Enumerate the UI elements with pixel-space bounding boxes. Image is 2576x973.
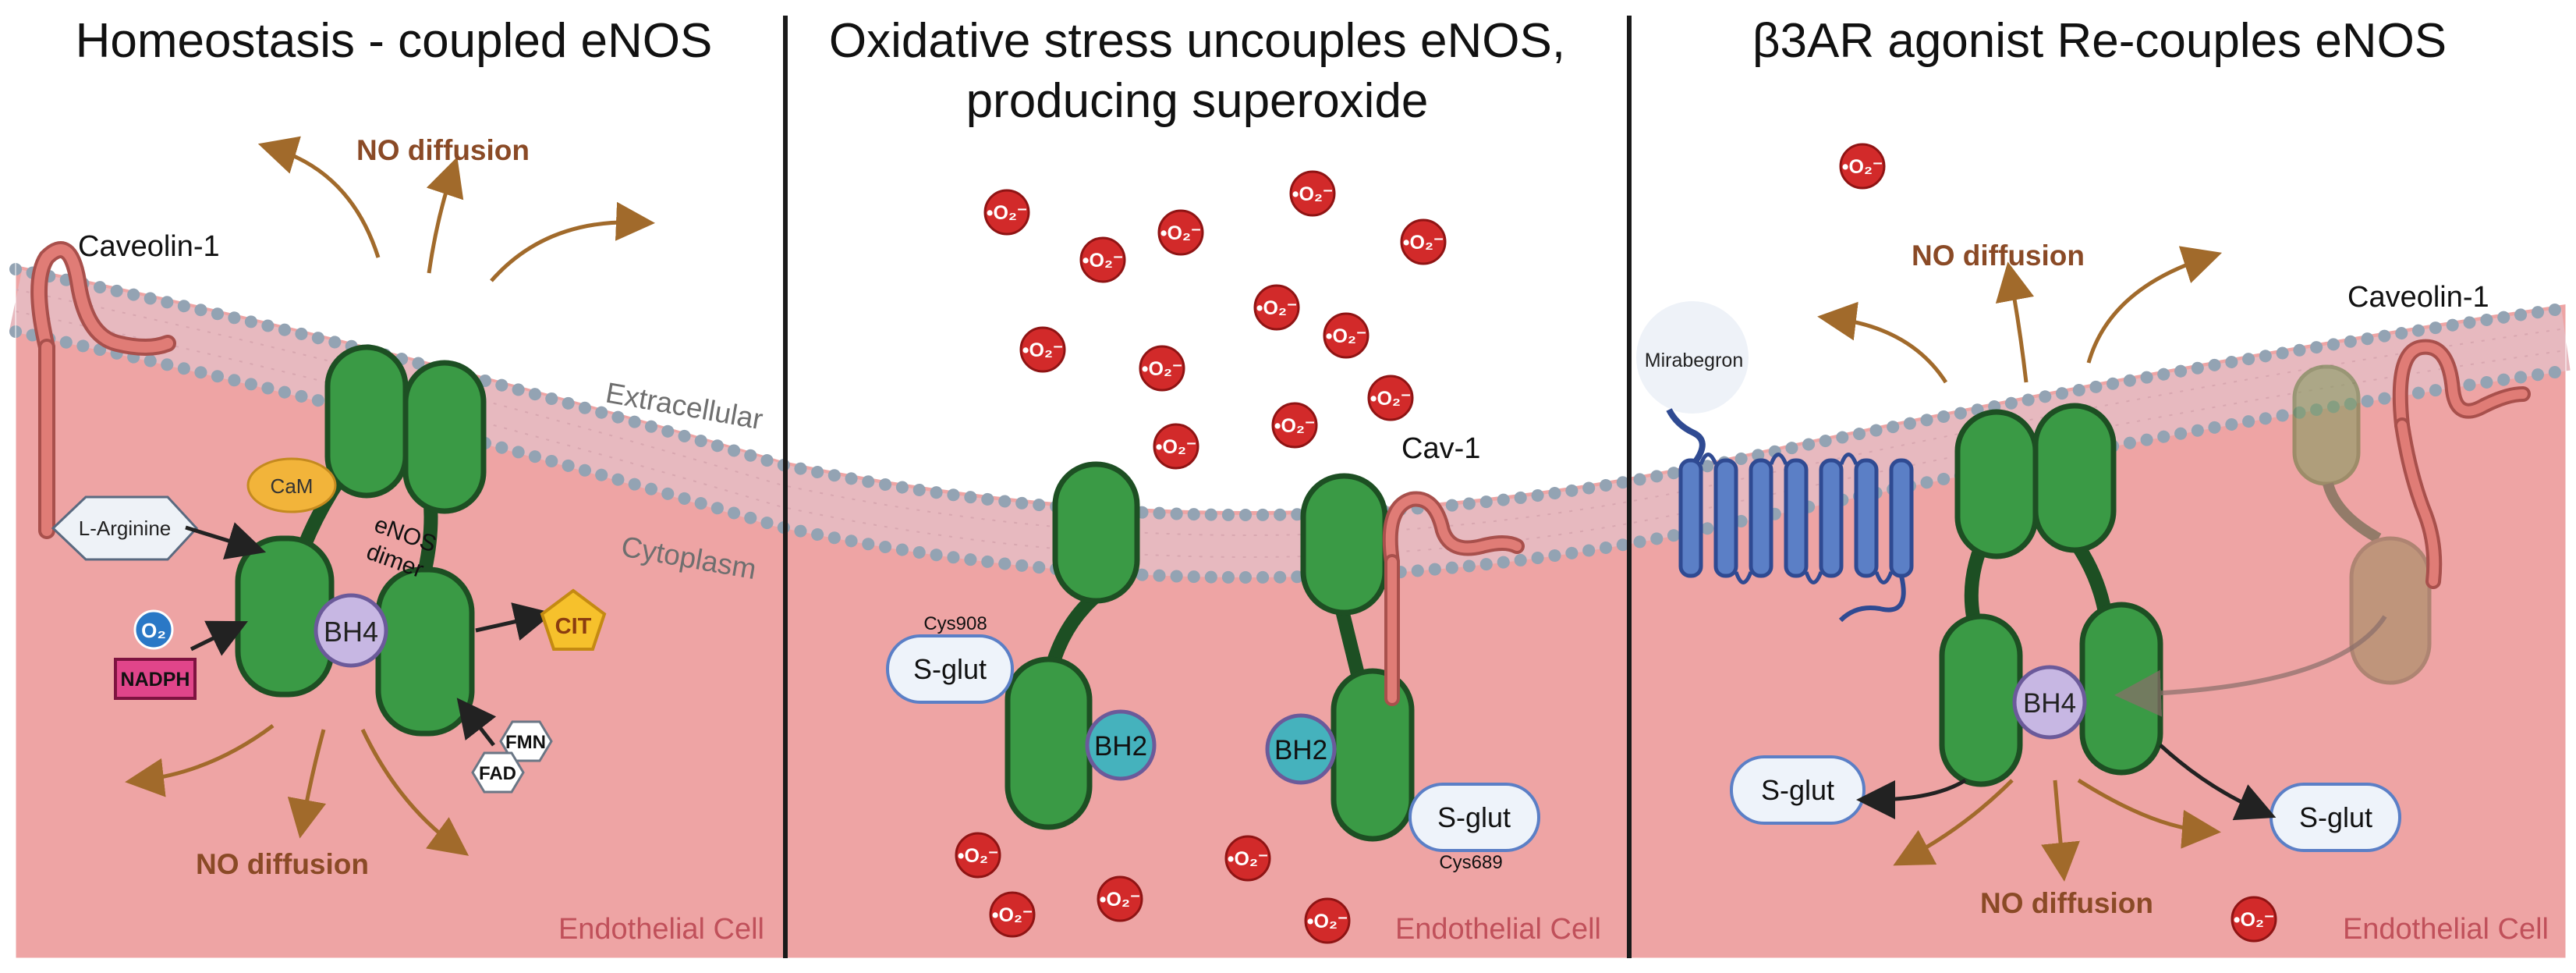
superoxide-icon: •O₂⁻: [1400, 218, 1447, 265]
superoxide-group: •O₂⁻ •O₂⁻ •O₂⁻ •O₂⁻ •O₂⁻ •O₂⁻ •O₂⁻ •O₂⁻ •O₂⁻ •O₂⁻…: [955, 143, 2277, 944]
cam-label: CaM: [271, 474, 314, 498]
superoxide-icon: •O₂⁻: [1271, 402, 1318, 449]
superoxide-icon: •O₂⁻: [1157, 209, 1204, 256]
superoxide-icon: •O₂⁻: [1304, 897, 1351, 944]
superoxide-symbol: •O₂⁻: [1307, 911, 1348, 932]
p3-caveolin-label: Caveolin-1: [2347, 281, 2489, 314]
p3-no-diffusion-bottom-label: NO diffusion: [1980, 887, 2153, 919]
superoxide-icon: •O₂⁻: [1153, 423, 1199, 470]
panel1-title: Homeostasis - coupled eNOS: [76, 14, 713, 68]
bh2-right-label: BH2: [1274, 735, 1327, 765]
fmn-label: FMN: [505, 732, 546, 753]
superoxide-symbol: •O₂⁻: [1256, 297, 1298, 319]
superoxide-symbol: •O₂⁻: [1156, 436, 1197, 458]
no-diffusion-top-label: NO diffusion: [356, 134, 530, 166]
superoxide-symbol: •O₂⁻: [1100, 889, 1141, 911]
superoxide-icon: •O₂⁻: [1323, 312, 1369, 359]
superoxide-symbol: •O₂⁻: [1022, 339, 1064, 361]
superoxide-icon: •O₂⁻: [983, 189, 1030, 236]
b3ar-receptor: [1666, 408, 1914, 623]
superoxide-symbol: •O₂⁻: [2234, 909, 2275, 931]
p3-sglut-left-label: S-glut: [1761, 774, 1834, 806]
sglut-left-label: S-glut: [913, 653, 987, 685]
caveolin-1-label: Caveolin-1: [78, 230, 220, 263]
superoxide-icon: •O₂⁻: [1253, 284, 1300, 331]
panel1-cell-label: Endothelial Cell: [558, 913, 764, 946]
panel3-title: β3AR agonist Re-couples eNOS: [1752, 14, 2447, 68]
panel3-cell-label: Endothelial Cell: [2343, 913, 2549, 946]
superoxide-symbol: •O₂⁻: [1403, 232, 1444, 254]
cav1-label: Cav-1: [1401, 432, 1480, 465]
superoxide-symbol: •O₂⁻: [958, 845, 999, 867]
superoxide-icon: •O₂⁻: [1097, 875, 1143, 922]
panel-dividers: [15, 12, 2567, 959]
cys689-label: Cys689: [1439, 852, 1502, 873]
superoxide-symbol: •O₂⁻: [987, 202, 1028, 224]
superoxide-icon: •O₂⁻: [955, 832, 1001, 879]
cys908-label: Cys908: [923, 613, 987, 634]
l-arginine-label: L-Arginine: [79, 517, 172, 540]
mirabegron-label: Mirabegron: [1645, 350, 1743, 371]
nadph-label: NADPH: [121, 669, 190, 691]
superoxide-icon: •O₂⁻: [1019, 326, 1066, 373]
bh4-label: BH4: [324, 616, 378, 648]
caveolin-dissociating: [2292, 364, 2432, 685]
superoxide-symbol: •O₂⁻: [1326, 325, 1367, 347]
superoxide-symbol: •O₂⁻: [1160, 222, 1202, 244]
panel2-title-line2: producing superoxide: [966, 74, 1429, 128]
superoxide-symbol: •O₂⁻: [992, 904, 1033, 926]
superoxide-icon: •O₂⁻: [1367, 375, 1414, 421]
p3-sglut-right-label: S-glut: [2299, 801, 2372, 833]
panel2-title-line1: Oxidative stress uncouples eNOS,: [829, 14, 1565, 68]
superoxide-icon: •O₂⁻: [1224, 835, 1271, 882]
p3-no-diffusion-top-label: NO diffusion: [1912, 240, 2085, 272]
superoxide-symbol: •O₂⁻: [1842, 156, 1883, 178]
bh2-left-label: BH2: [1094, 731, 1147, 762]
p3-bh4-label: BH4: [2023, 688, 2076, 719]
panel-b3ar-agonist: β3AR agonist Re-couples eNOS Mirabegron …: [1636, 14, 2549, 946]
superoxide-icon: •O₂⁻: [1079, 236, 1126, 283]
sglut-right-label: S-glut: [1437, 801, 1511, 833]
fad-label: FAD: [479, 763, 516, 784]
superoxide-symbol: •O₂⁻: [1292, 183, 1334, 205]
superoxide-symbol: •O₂⁻: [1142, 358, 1183, 380]
superoxide-symbol: •O₂⁻: [1370, 388, 1412, 410]
cit-label: CIT: [555, 614, 592, 639]
superoxide-symbol: •O₂⁻: [1228, 848, 1269, 870]
superoxide-icon: •O₂⁻: [1139, 345, 1185, 392]
superoxide-symbol: •O₂⁻: [1082, 250, 1124, 272]
panel2-cell-label: Endothelial Cell: [1395, 913, 1601, 946]
superoxide-icon: •O₂⁻: [2231, 896, 2277, 943]
superoxide-icon: •O₂⁻: [1289, 170, 1336, 217]
o2-label: O₂: [141, 619, 166, 642]
no-diffusion-bottom-label: NO diffusion: [196, 848, 369, 880]
superoxide-icon: •O₂⁻: [1839, 143, 1886, 190]
superoxide-icon: •O₂⁻: [989, 891, 1036, 938]
superoxide-symbol: •O₂⁻: [1274, 415, 1316, 437]
panel-oxidative-stress: Oxidative stress uncouples eNOS, produci…: [829, 14, 1601, 946]
